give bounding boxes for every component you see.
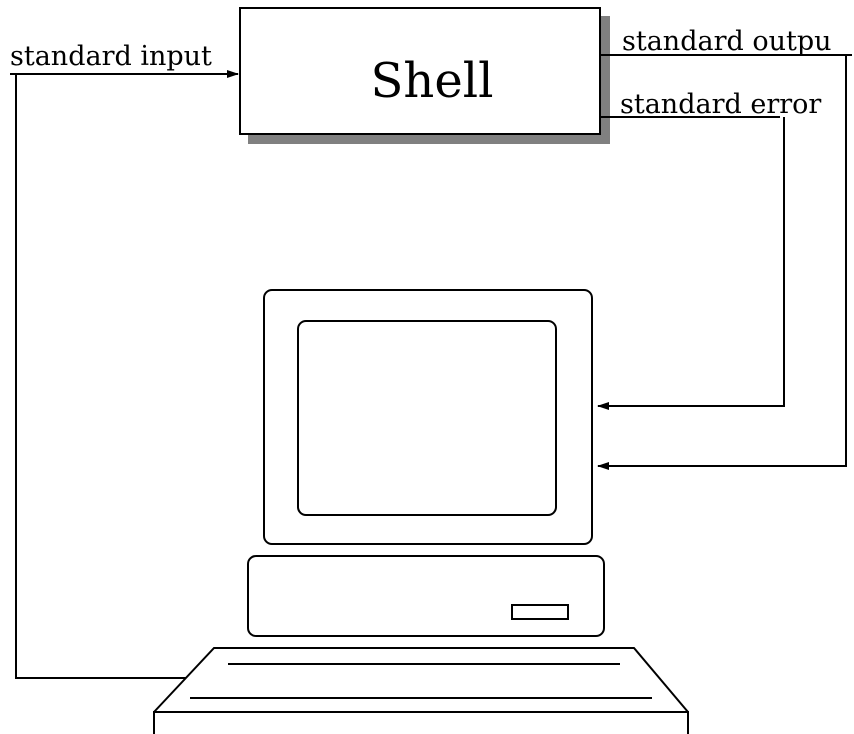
shell-box-frame <box>239 7 601 135</box>
shell-label: Shell <box>371 53 494 109</box>
system-unit <box>247 555 605 637</box>
disk-drive-slot <box>511 604 569 620</box>
standard-output-label: standard outpu <box>622 26 832 57</box>
computer-icon <box>153 289 689 734</box>
standard-error-label: standard error <box>620 89 821 120</box>
standard-input-connector <box>15 73 200 679</box>
monitor-screen <box>297 320 557 516</box>
keyboard-front-edge <box>153 711 689 734</box>
standard-input-label: standard input <box>10 41 212 72</box>
standard-error-connector <box>640 117 785 407</box>
shell-box: Shell <box>239 7 610 144</box>
standard-output-connector <box>600 54 847 467</box>
keyboard-body <box>153 647 689 713</box>
